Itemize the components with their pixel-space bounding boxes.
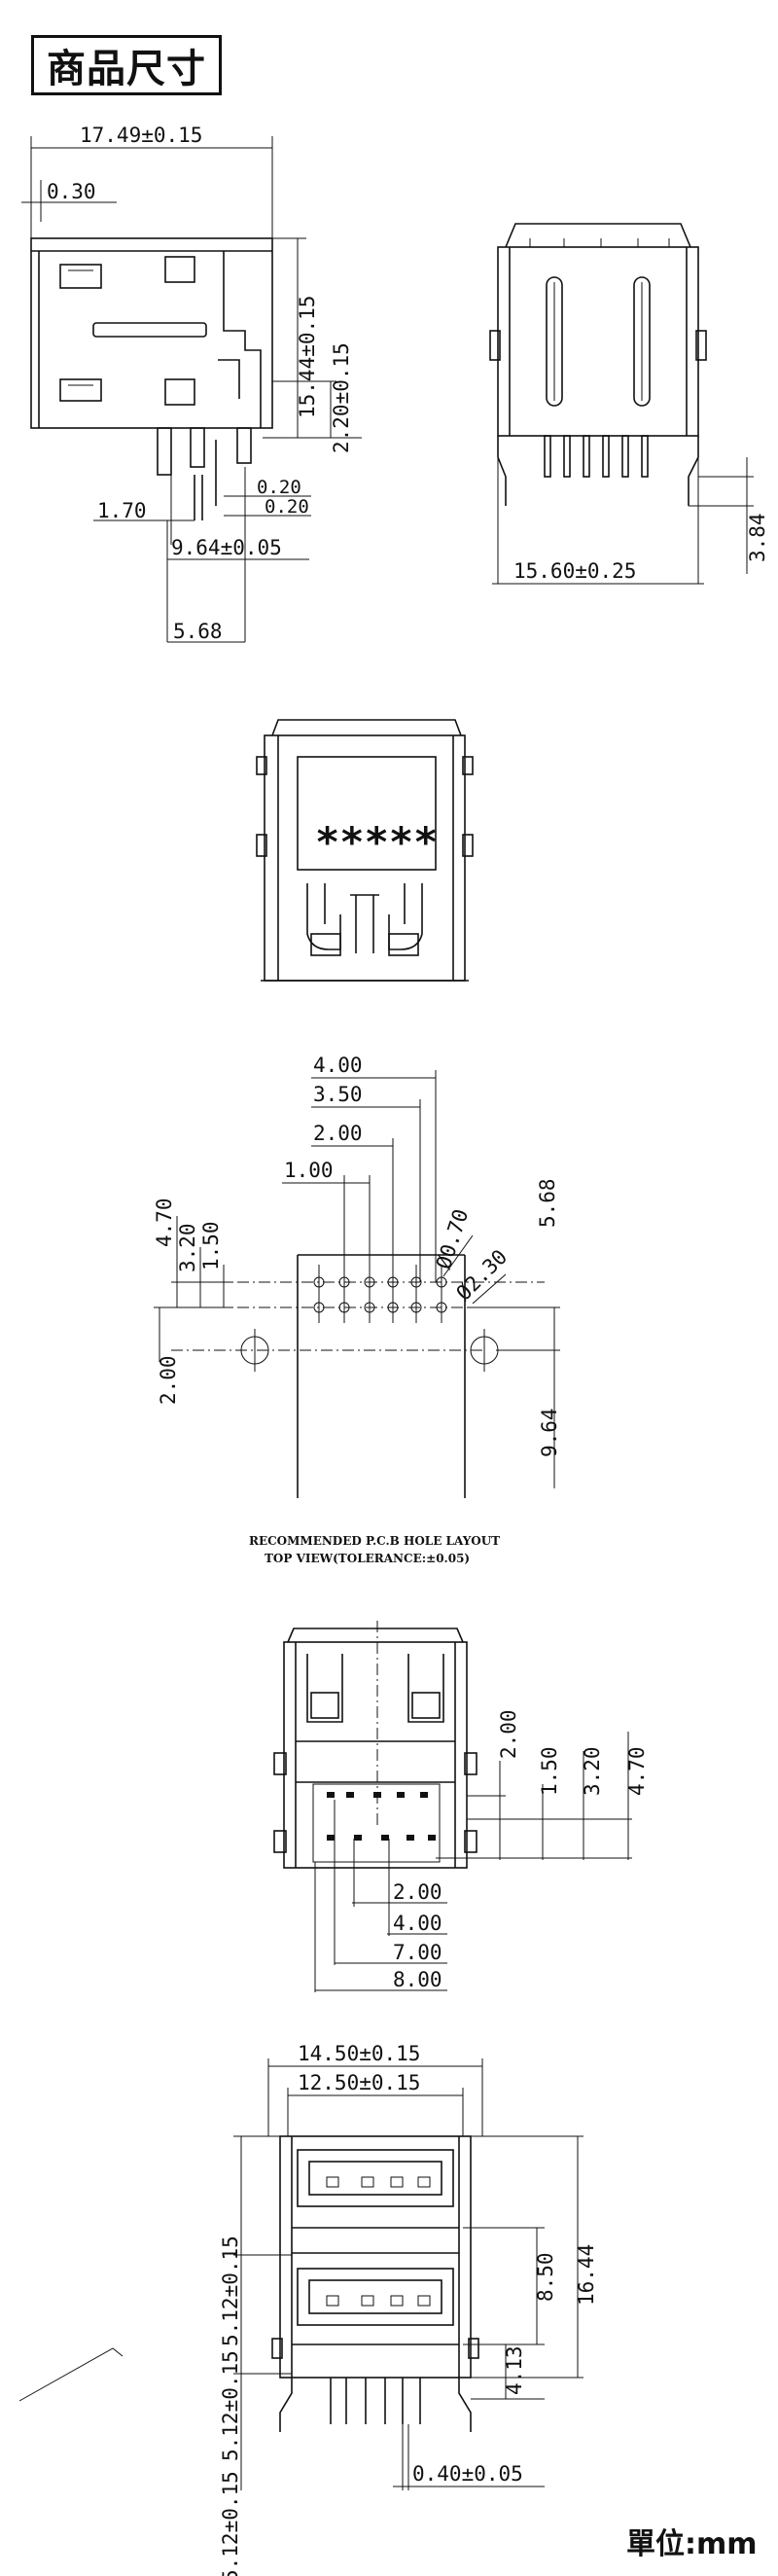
side-depth-dim: 9.64±0.05 — [171, 536, 282, 559]
front-left-5-12-c: 5.12±0.15 — [219, 2471, 242, 2576]
end-width-dim: 15.60±0.25 — [513, 559, 636, 583]
side-upper-dim: 2.20±0.15 — [330, 342, 353, 453]
front-left-5-12-b: 5.12±0.15 — [219, 2350, 242, 2461]
front-height-4-13: 4.13 — [503, 2345, 526, 2395]
pcb-note-line2: TOP VIEW(TOLERANCE:±0.05) — [265, 1552, 470, 1565]
pcb-layout: 4.00 3.50 2.00 1.00 4.70 3.20 1.50 Ø0.70… — [153, 1054, 561, 1565]
pcb-dim-2-00-lower: 2.00 — [157, 1355, 180, 1405]
bottom-dim-8-00-h: 8.00 — [393, 1968, 442, 1991]
bottom-dim-7-00-h: 7.00 — [393, 1941, 442, 1964]
pcb-hole-small-dim: Ø0.70 — [432, 1206, 473, 1272]
bottom-dim-4-70-v: 4.70 — [625, 1746, 649, 1796]
front-left-5-12-a: 5.12±0.15 — [219, 2236, 242, 2346]
front-height-16-44: 16.44 — [575, 2244, 598, 2306]
pcb-dim-4-00: 4.00 — [313, 1054, 363, 1077]
pcb-note-line1: RECOMMENDED P.C.B HOLE LAYOUT — [249, 1534, 500, 1548]
top-view: ***** — [256, 719, 474, 982]
page-title: 商品尺寸 — [31, 35, 222, 95]
pcb-dim-3-20: 3.20 — [176, 1223, 199, 1272]
pcb-dim-3-50: 3.50 — [313, 1083, 363, 1106]
bottom-dim-4-00-h: 4.00 — [393, 1912, 442, 1935]
front-width-14-50: 14.50±0.15 — [298, 2042, 420, 2065]
front-view: 14.50±0.15 12.50±0.15 — [18, 2042, 598, 2576]
side-height-dim: 15.44±0.15 — [296, 296, 319, 418]
bottom-dim-3-20-v: 3.20 — [581, 1746, 604, 1796]
side-offset-dim: 0.30 — [47, 180, 96, 203]
pcb-dim-5-68: 5.68 — [536, 1178, 559, 1228]
pcb-dim-2-00: 2.00 — [313, 1122, 363, 1145]
pcb-dim-1-00: 1.00 — [284, 1159, 334, 1182]
bottom-dim-2-00-h: 2.00 — [393, 1880, 442, 1904]
end-view: 15.60±0.25 3.84 — [489, 223, 769, 585]
bottom-dim-1-50-v: 1.50 — [538, 1746, 561, 1796]
bottom-view: 2.00 1.50 3.20 4.70 2.00 4.00 7.00 8.00 — [273, 1621, 649, 1992]
pcb-dim-9-64: 9.64 — [538, 1408, 561, 1457]
label-stars: ***** — [315, 818, 438, 866]
side-width-dim: 17.49±0.15 — [80, 124, 202, 147]
side-pin-pos-dim: 5.68 — [173, 620, 223, 643]
unit-label: 單位:mm — [626, 2527, 758, 2561]
pcb-dim-4-70: 4.70 — [153, 1198, 176, 1247]
side-pin-offset-dim: 1.70 — [97, 499, 147, 522]
pcb-dim-1-50: 1.50 — [199, 1221, 223, 1270]
front-pin-0-40: 0.40±0.05 — [412, 2462, 523, 2486]
side-pin-width-1: 0.20 — [257, 477, 301, 498]
front-width-12-50: 12.50±0.15 — [298, 2071, 420, 2094]
front-height-8-50: 8.50 — [534, 2252, 557, 2302]
bottom-dim-2-00-v: 2.00 — [497, 1709, 520, 1759]
side-view: 17.49±0.15 0.30 — [21, 124, 362, 643]
side-pin-width-2: 0.20 — [265, 496, 309, 518]
end-pin-length-dim: 3.84 — [746, 513, 769, 562]
